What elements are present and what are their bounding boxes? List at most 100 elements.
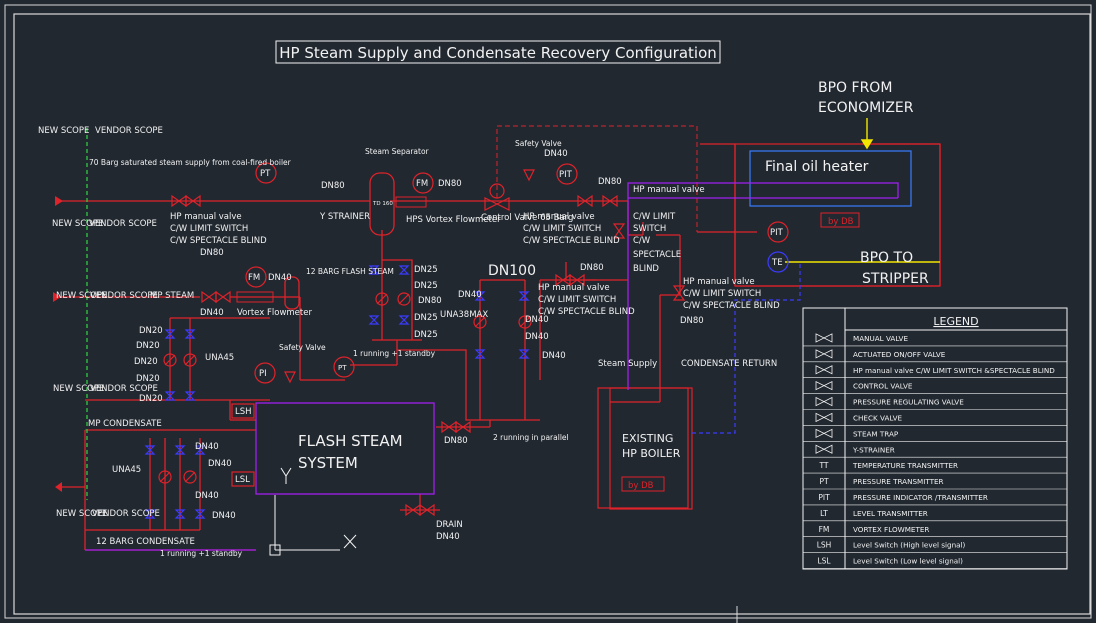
prv-icon [815,396,833,407]
dn100-valve-label: HP manual valve [538,283,610,293]
flash-separator-vessel [284,276,300,310]
dn100-dn40-a: DN40 [458,290,482,300]
hp-valve2-l2: C/W LIMIT SWITCH [523,224,601,234]
hps-flowmeter-body [395,196,427,208]
legend-row: PRESSURE REGULATING VALVE [803,396,1067,410]
scope-vendor-2: VENDOR SCOPE [89,219,157,229]
y-strainer-icon [815,444,833,454]
strainer-label: Y STRAINER [319,212,370,222]
scope-new-5: NEW SCOPE [56,509,107,519]
mp-dn20-a: DN20 [139,326,163,336]
legend-text: TEMPERATURE TRANSMITTER [852,461,958,470]
mp-dn20-c: DN20 [134,357,158,367]
legend-text: CONTROL VALVE [853,382,913,391]
bpo-to-label: BPO TO [860,250,913,266]
scope-new-3: NEW SCOPE [56,291,107,301]
legend-text: PRESSURE REGULATING VALVE [853,398,964,407]
mp-fm-dn: DN40 [268,273,292,283]
legend-text: Level Switch (Low level signal) [853,557,963,566]
legend-symbol: PT [819,477,829,486]
dn100-dn40-d: DN40 [542,351,566,361]
boiler-box [597,387,689,509]
trap-dn80: DN80 [418,296,442,306]
cond-dn40-c: DN40 [195,491,219,501]
signal-lines [496,125,698,232]
manual-valve-icon [815,333,833,343]
inner-frame [13,13,1091,615]
return-valve-label: HP manual valve [683,277,755,287]
legend-row: STEAM TRAP [803,428,1067,442]
hp-valve2-l3: C/W SPECTACLE BLIND [523,236,620,246]
safety-valve-label: Safety Valve [515,139,562,148]
cond-una45: UNA45 [112,465,141,475]
labels: NEW SCOPE VENDOR SCOPE 70 Barg saturated… [38,80,979,558]
boiler-name: EXISTING [622,432,673,445]
mp-lsh: LSH [235,407,252,417]
legend-row: Y-STRAINER [803,444,1067,458]
legend-row: LT LEVEL TRANSMITTER [803,509,1067,522]
scope-vendor-5: VENDOR SCOPE [92,509,160,519]
pit-tag: PIT [559,170,573,180]
trap-dn25-b: DN25 [414,281,438,291]
mp-pi-tag: PI [259,369,267,379]
legend-text: HP manual valve C/W LIMIT SWITCH &SPECTA… [853,366,1055,375]
scope-arrows [53,196,63,492]
legend-symbol: LSH [817,541,832,550]
dn100-dn40-c: DN40 [525,332,549,342]
control-valve-label: Control Valve 65 Barg [481,213,573,223]
economizer-label: ECONOMIZER [818,100,914,116]
mp-fm-tag: FM [248,273,260,283]
boiler-steam-supply: Steam Supply [598,359,657,369]
actuated-valve-icon [815,349,833,359]
bpo-lines [785,118,940,263]
dn100-valve-l3: C/W SPECTACLE BLIND [538,307,635,317]
legend-text: LEVEL TRANSMITTER [853,509,928,518]
trap-dn25-d: DN25 [414,330,438,340]
mp-dn20-e: DN20 [139,394,163,404]
te-bubble [767,251,789,273]
scope-vendor-1: VENDOR SCOPE [95,126,163,136]
hp-valve2-dn: DN80 [598,177,622,187]
heater-housing [734,143,941,287]
legend-symbol: LT [820,509,828,518]
legend-row: CHECK VALVE [803,412,1067,426]
trap-dn25-c: DN25 [414,313,438,323]
dn100-valve-l2: C/W LIMIT SWITCH [538,295,616,305]
outer-frame [4,4,1092,619]
hp-valve1-dn: DN80 [200,248,224,258]
mp-condensate-label: MP CONDENSATE [88,419,162,429]
mp-dn20-d: DN20 [136,374,160,384]
hp-valve2-label: HP manual valve [523,212,595,222]
legend-text: PRESSURE INDICATOR /TRANSMITTER [853,493,988,502]
legend-row: PIT PRESSURE INDICATOR /TRANSMITTER [803,493,1067,506]
hp-valve3-l3: SWITCH [633,224,666,234]
legend-text: ACTUATED ON/OFF VALVE [853,350,946,359]
safety-valve-dn: DN40 [544,149,568,159]
legend-symbol: PIT [818,493,830,502]
cond-dn40-b: DN40 [208,459,232,469]
title-box [275,40,721,64]
oil-lines [85,182,899,551]
parallel-note: 2 running in parallel [493,433,569,442]
trap-pt: PT [338,364,347,372]
cond-note: 1 running +1 standby [160,549,243,558]
legend-row: MANUAL VALVE [803,333,1067,347]
mp-dn40: DN40 [200,308,224,318]
flash-steam-name2: SYSTEM [298,454,358,472]
dn100-dn80-b: DN80 [444,436,468,446]
mp-steam-label: MP STEAM [150,291,194,301]
trap-note: 1 running +1 standby [353,349,436,358]
fm-dn: DN80 [438,179,462,189]
scope-new-2: NEW SCOPE [52,219,103,229]
legend-text: PRESSURE TRANSMITTER [853,477,944,486]
dn100-dn40-b: DN40 [525,315,549,325]
heater-pit: PIT [770,228,784,238]
hp-valve3-label: HP manual valve [633,185,705,195]
legend-text: VORTEX FLOWMETER [853,525,929,534]
legend-row: PT PRESSURE TRANSMITTER [803,477,1067,490]
pt-tag: PT [260,169,271,179]
hp-valve1-label: HP manual valve [170,212,242,222]
flash-steam-note: 12 BARG FLASH STEAM [306,267,394,276]
hp-valve1-l2: C/W LIMIT SWITCH [170,224,248,234]
